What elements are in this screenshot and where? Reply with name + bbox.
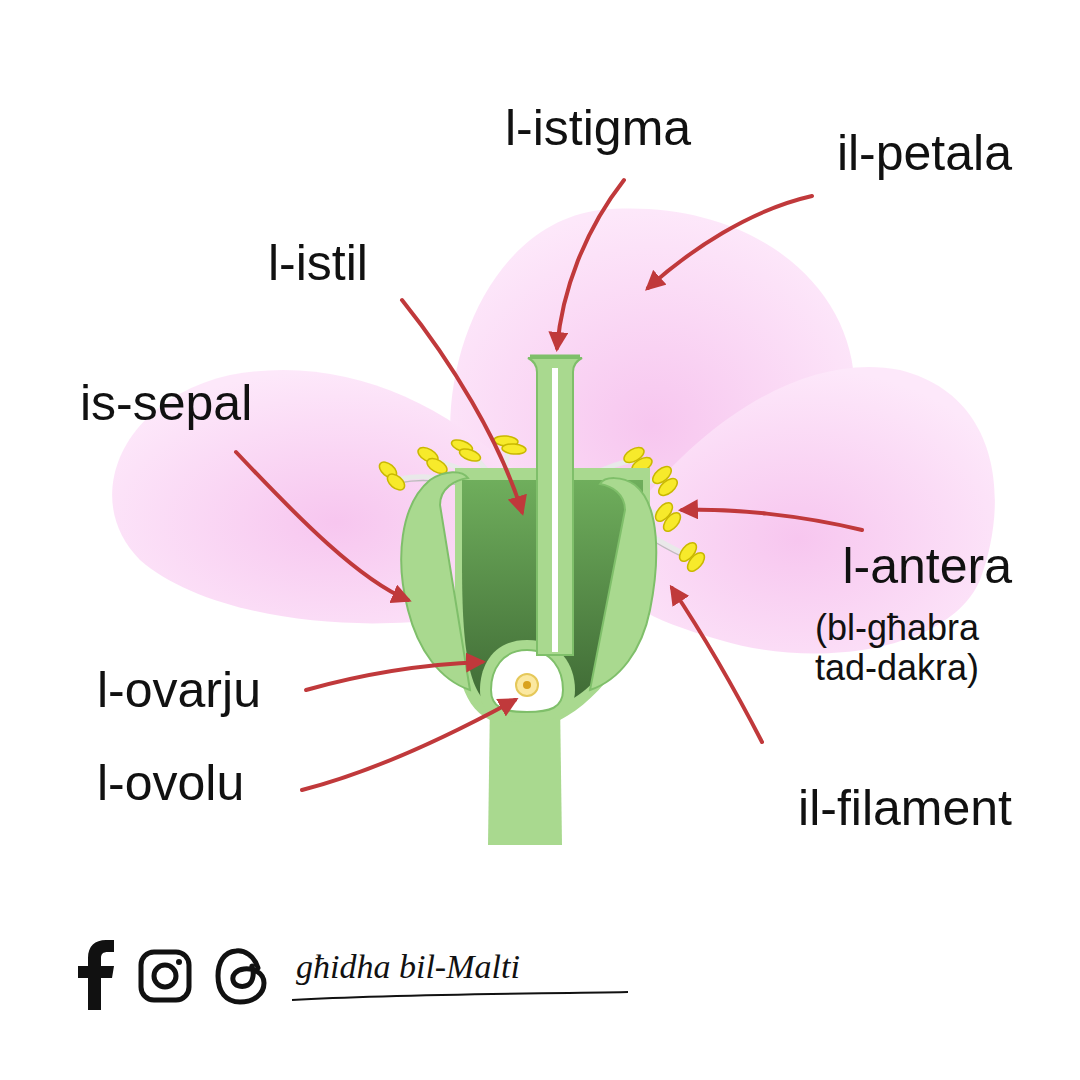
- ovary: [491, 650, 563, 712]
- leader-line: [672, 588, 762, 742]
- sepal: [401, 472, 470, 690]
- leader-line: [557, 180, 624, 348]
- leader-line: [648, 196, 812, 288]
- leader-line: [306, 662, 482, 690]
- leader-line: [682, 510, 862, 530]
- part-label: l-ovarju: [97, 660, 261, 720]
- style-canal: [552, 368, 558, 652]
- part-label: il-filament: [798, 778, 1012, 838]
- facebook-icon: [78, 940, 114, 1010]
- style: [528, 358, 582, 655]
- leader-line: [236, 452, 408, 600]
- part-label: is-sepal: [80, 373, 252, 433]
- part-label: l-istigma: [505, 98, 691, 158]
- leader-line: [402, 300, 522, 512]
- ovule-core: [523, 681, 531, 689]
- part-label: l-istil: [268, 233, 368, 293]
- part-label: il-petala: [837, 123, 1012, 183]
- ovule: [516, 674, 538, 696]
- signature-underline: [292, 992, 628, 1000]
- leader-arrows: [236, 180, 862, 790]
- threads-icon: [218, 951, 264, 1002]
- brand-watermark: għidha bil-Malti: [296, 946, 520, 987]
- sepal: [590, 478, 656, 690]
- social-icons: [78, 940, 264, 1010]
- part-label: l-antera: [842, 536, 1012, 596]
- part-note: (bl-għabra tad-dakra): [782, 608, 1012, 688]
- leader-line: [302, 700, 515, 790]
- part-label: l-ovolu: [97, 753, 244, 813]
- stigma: [530, 355, 580, 358]
- instagram-icon: [141, 952, 189, 1000]
